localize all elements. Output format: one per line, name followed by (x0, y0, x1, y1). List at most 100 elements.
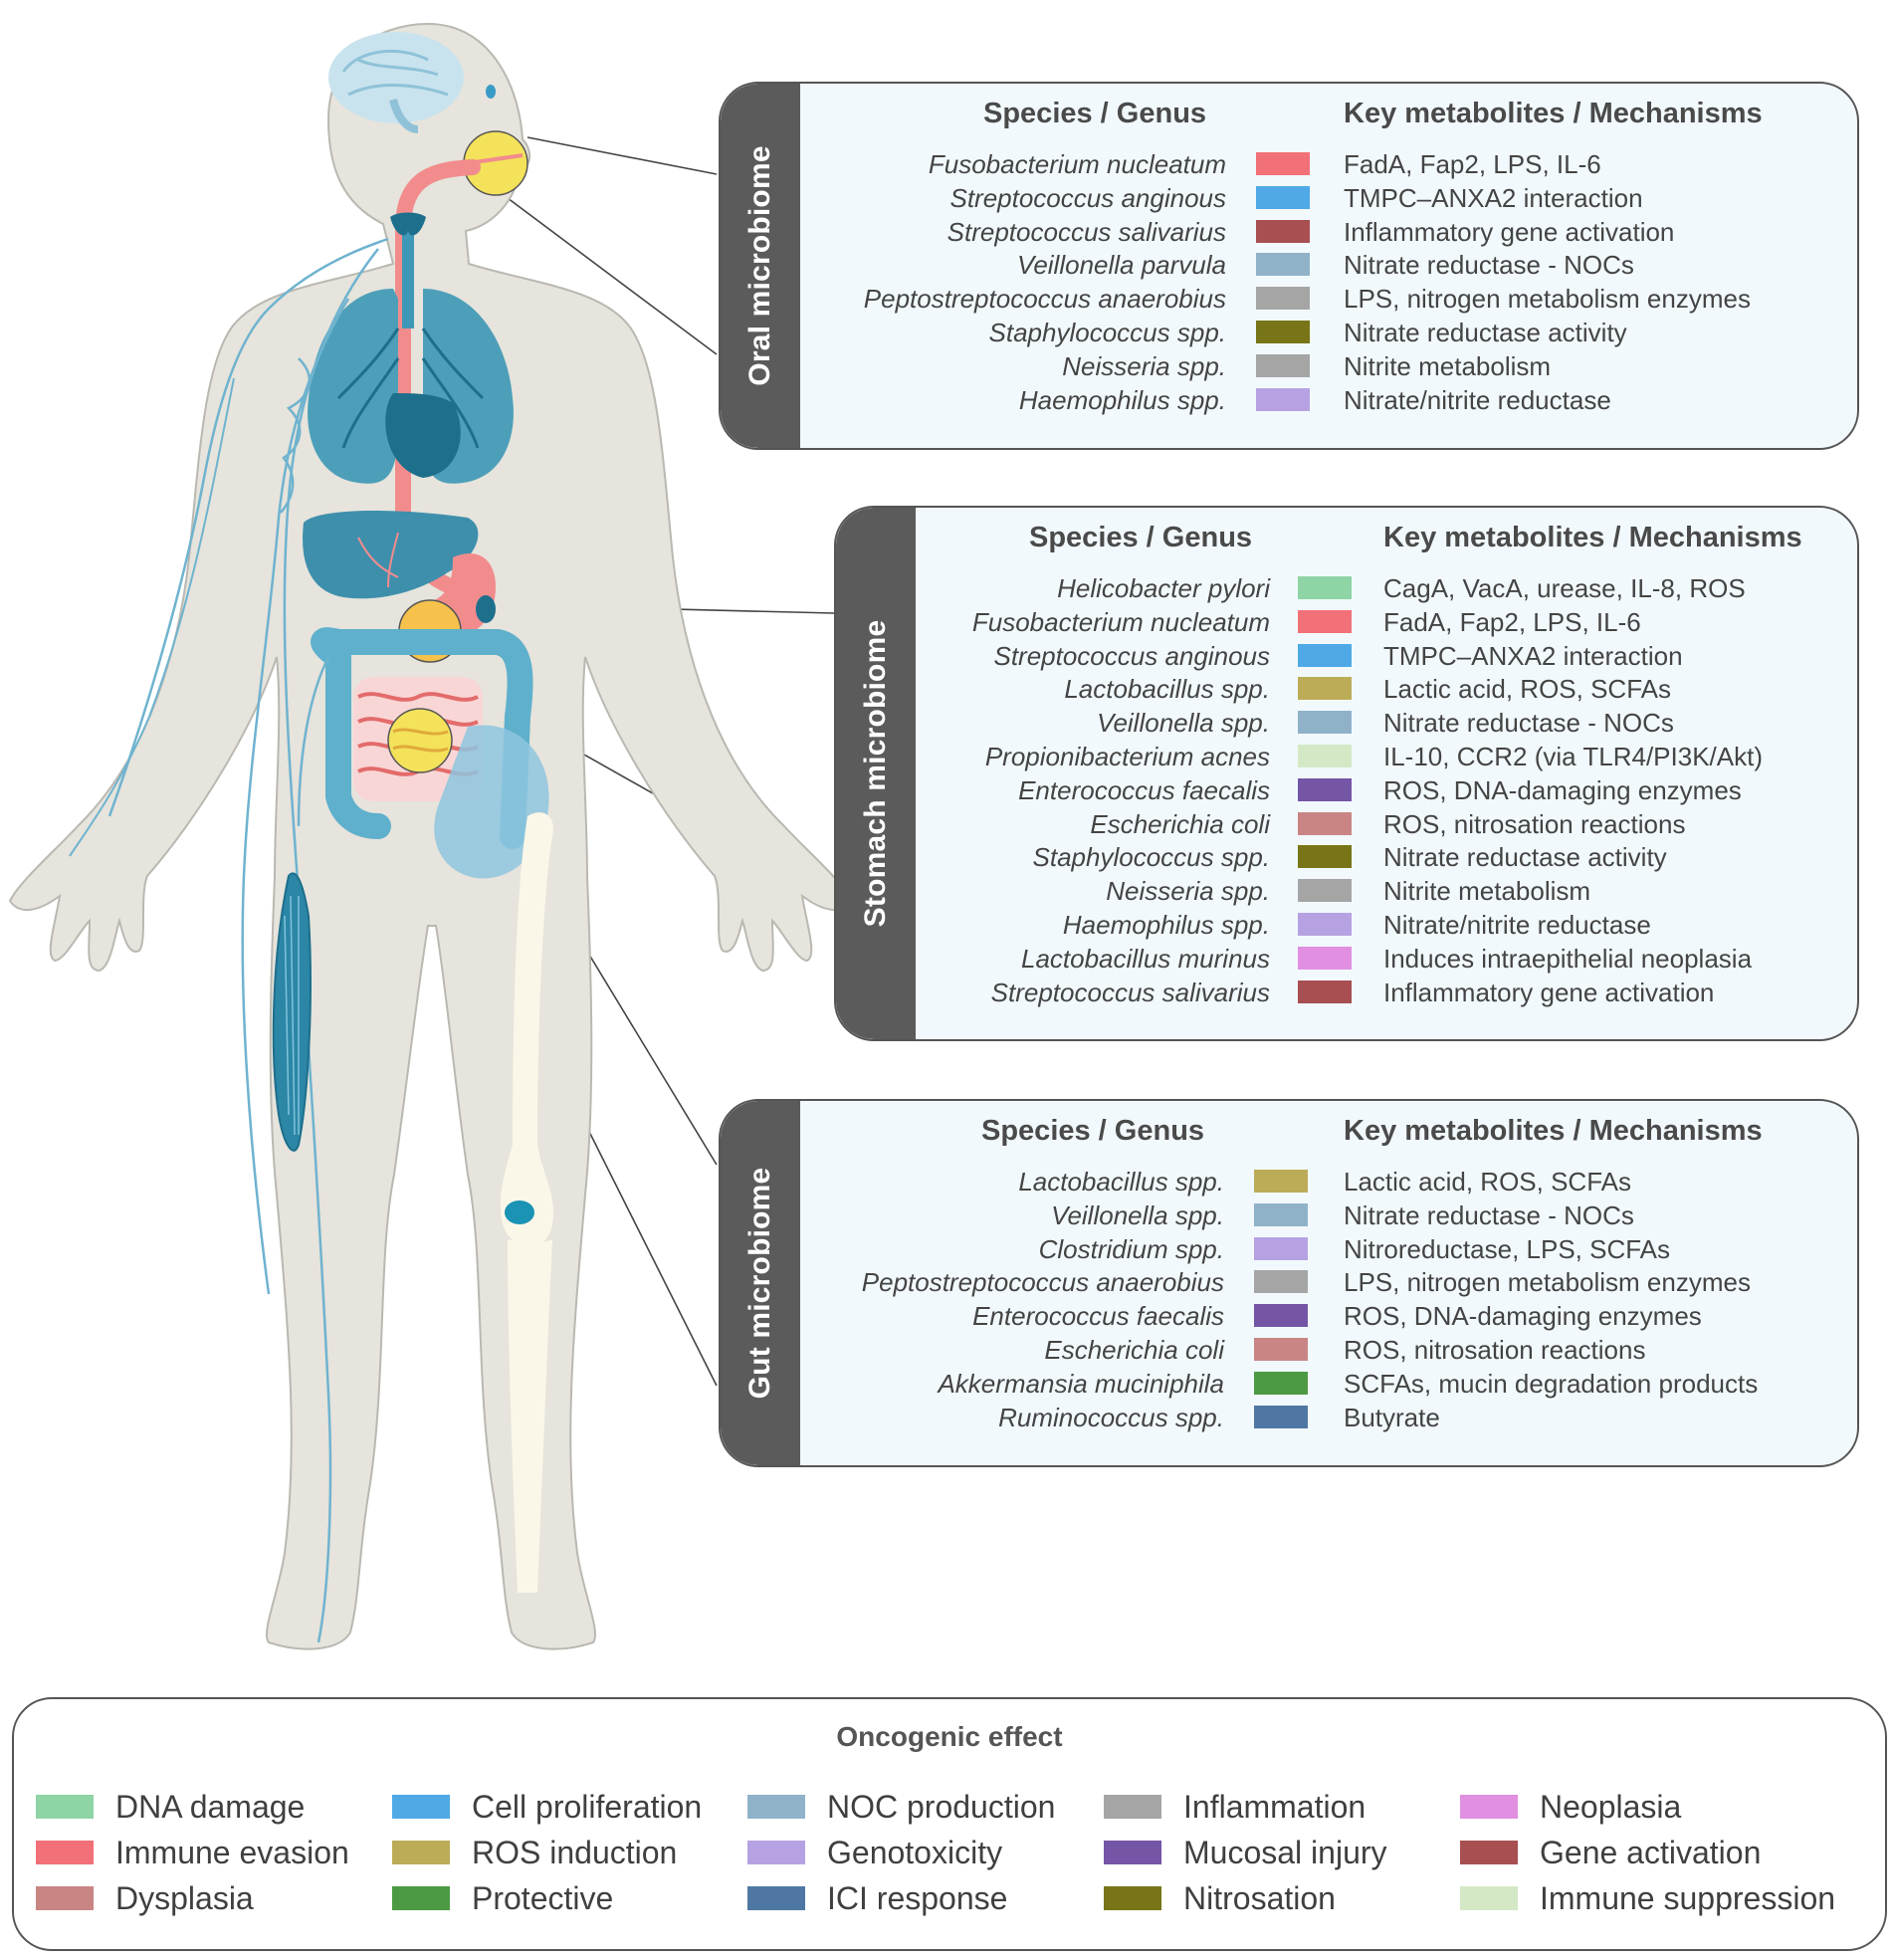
legend-swatch (392, 1886, 450, 1910)
species-cell: Veillonella spp. (721, 1198, 1224, 1232)
legend-swatch (392, 1841, 450, 1864)
effect-color-swatch (1256, 287, 1310, 311)
species-cell: Helicobacter pylori (836, 571, 1270, 605)
effect-color-swatch (1298, 576, 1352, 599)
table-row: Escherichia coli ROS, nitrosation reactio… (721, 1333, 1857, 1367)
species-cell: Escherichia coli (721, 1333, 1224, 1367)
legend-swatch (36, 1886, 94, 1910)
mechanism-text: IL-10, CCR2 (via TLR4/PI3K/Akt) (1383, 741, 1763, 771)
species-name: Streptococcus anginous (993, 640, 1270, 671)
species-cell: Fusobacterium nucleatum (836, 605, 1270, 639)
mechanism-text: Nitrite metabolism (1383, 876, 1591, 907)
effect-color-swatch (1256, 387, 1310, 411)
species-name: Staphylococcus spp. (1032, 842, 1270, 873)
legend-label: NOC production (827, 1789, 1056, 1825)
species-name: Streptococcus anginous (949, 182, 1226, 213)
table-row: Clostridium spp.Nitroreductase, LPS, SCF… (721, 1232, 1857, 1266)
panel-rows: Lactobacillus spp.Lactic acid, ROS, SCFA… (721, 1165, 1857, 1433)
species-cell: Staphylococcus spp. (836, 840, 1270, 874)
oral-connector-top (526, 136, 718, 175)
legend-label: ICI response (827, 1880, 1008, 1916)
species-name: Helicobacter pylori (1057, 573, 1270, 603)
species-name: Streptococcus salivarius (990, 977, 1270, 1007)
species-cell: Veillonella parvula (721, 248, 1226, 282)
legend-label: Genotoxicity (827, 1835, 1003, 1870)
panel-tab: Oral microbiome (721, 84, 800, 448)
table-row: Lactobacillus spp.Lactic acid, ROS, SCFA… (836, 672, 1857, 706)
species-cell: Streptococcus salivarius (836, 976, 1270, 1009)
species-cell: Streptococcus salivarius (721, 215, 1226, 249)
species-name: Veillonella parvula (1016, 250, 1226, 281)
table-row: Enterococcus faecalis ROS, DNA-damaging e… (836, 773, 1857, 807)
stomach-microbiome-panel: Stomach microbiome Species / Genus Key m… (834, 506, 1859, 1041)
table-row: Staphylococcus spp.Nitrate reductase act… (836, 840, 1857, 874)
species-cell: Neisseria spp. (721, 349, 1226, 383)
species-name: Enterococcus faecalis (972, 1301, 1224, 1332)
effect-color-swatch (1254, 1337, 1308, 1361)
table-row: Neisseria spp.Nitrite metabolism (721, 349, 1857, 383)
mechanism-text: ROS, DNA-damaging enzymes (1344, 1301, 1702, 1332)
effect-color-swatch (1254, 1304, 1308, 1328)
legend-swatch (747, 1886, 805, 1910)
species-cell: Escherichia coli (836, 807, 1270, 841)
effect-color-swatch (1298, 744, 1352, 767)
table-row: Lactobacillus spp.Lactic acid, ROS, SCFA… (721, 1165, 1857, 1198)
mechanism-text: CagA, VacA, urease, IL-8, ROS (1383, 573, 1746, 603)
mechanism-text: SCFAs, mucin degradation products (1344, 1368, 1759, 1399)
mechanism-text: FadA, Fap2, LPS, IL-6 (1344, 149, 1601, 179)
mechanism-text: ROS, nitrosation reactions (1344, 1334, 1646, 1365)
species-name: Enterococcus faecalis (1018, 774, 1270, 805)
species-cell: Peptostreptococcus anaerobius (721, 1265, 1224, 1299)
table-row: Veillonella spp.Nitrate reductase - NOCs (721, 1198, 1857, 1232)
effect-color-swatch (1298, 912, 1352, 936)
legend-label: Nitrosation (1183, 1880, 1336, 1916)
mechanism-text: Nitrate/nitrite reductase (1344, 384, 1611, 415)
effect-color-swatch (1298, 777, 1352, 801)
pelvis (434, 725, 549, 879)
effect-color-swatch (1256, 185, 1310, 209)
species-name: Veillonella spp. (1051, 1199, 1224, 1230)
legend-label: Mucosal injury (1183, 1835, 1387, 1870)
mechanism-text: Nitrate reductase activity (1344, 317, 1627, 347)
mechanism-text: Nitrate reductase - NOCs (1383, 708, 1674, 739)
mechanism-text: Butyrate (1344, 1402, 1440, 1432)
effect-color-swatch (1298, 677, 1352, 701)
legend-swatch (392, 1795, 450, 1819)
effect-color-swatch (1298, 845, 1352, 869)
effect-color-swatch (1254, 1170, 1308, 1193)
mechanism-text: Induces intraepithelial neoplasia (1383, 943, 1753, 974)
species-cell: Streptococcus anginous (721, 181, 1226, 215)
legend-label: Protective (472, 1880, 614, 1916)
species-name: Clostridium spp. (1038, 1233, 1224, 1264)
table-row: Veillonella parvula Nitrate reductase - N… (721, 248, 1857, 282)
species-cell: Ruminococcus spp. (721, 1401, 1224, 1434)
legend-title: Oncogenic effect (836, 1721, 1063, 1752)
table-row: Helicobacter pylori CagA, VacA, urease, I… (836, 571, 1857, 605)
femur (500, 812, 554, 1247)
effect-color-swatch (1256, 320, 1310, 343)
legend-swatch (1460, 1795, 1518, 1819)
effect-color-swatch (1298, 946, 1352, 970)
legend-label: Immune suppression (1540, 1880, 1836, 1916)
table-row: Veillonella spp.Nitrate reductase - NOCs (836, 706, 1857, 740)
species-cell: Staphylococcus spp. (721, 316, 1226, 349)
mechanism-text: ROS, DNA-damaging enzymes (1383, 774, 1742, 805)
legend-label: Immune evasion (115, 1835, 349, 1870)
effect-color-swatch (1298, 980, 1352, 1003)
species-column-header: Species / Genus (1029, 522, 1253, 553)
species-column-header: Species / Genus (981, 1115, 1205, 1147)
tibia (508, 1239, 552, 1593)
legend-label: Neoplasia (1540, 1789, 1682, 1825)
oral-microbiome-panel: Oral microbiome Species / Genus Key meta… (719, 82, 1859, 450)
mechanism-text: Nitrate reductase - NOCs (1344, 250, 1634, 281)
species-name: Staphylococcus spp. (988, 317, 1226, 347)
thyroid (390, 212, 426, 236)
large-intestine (311, 627, 533, 849)
